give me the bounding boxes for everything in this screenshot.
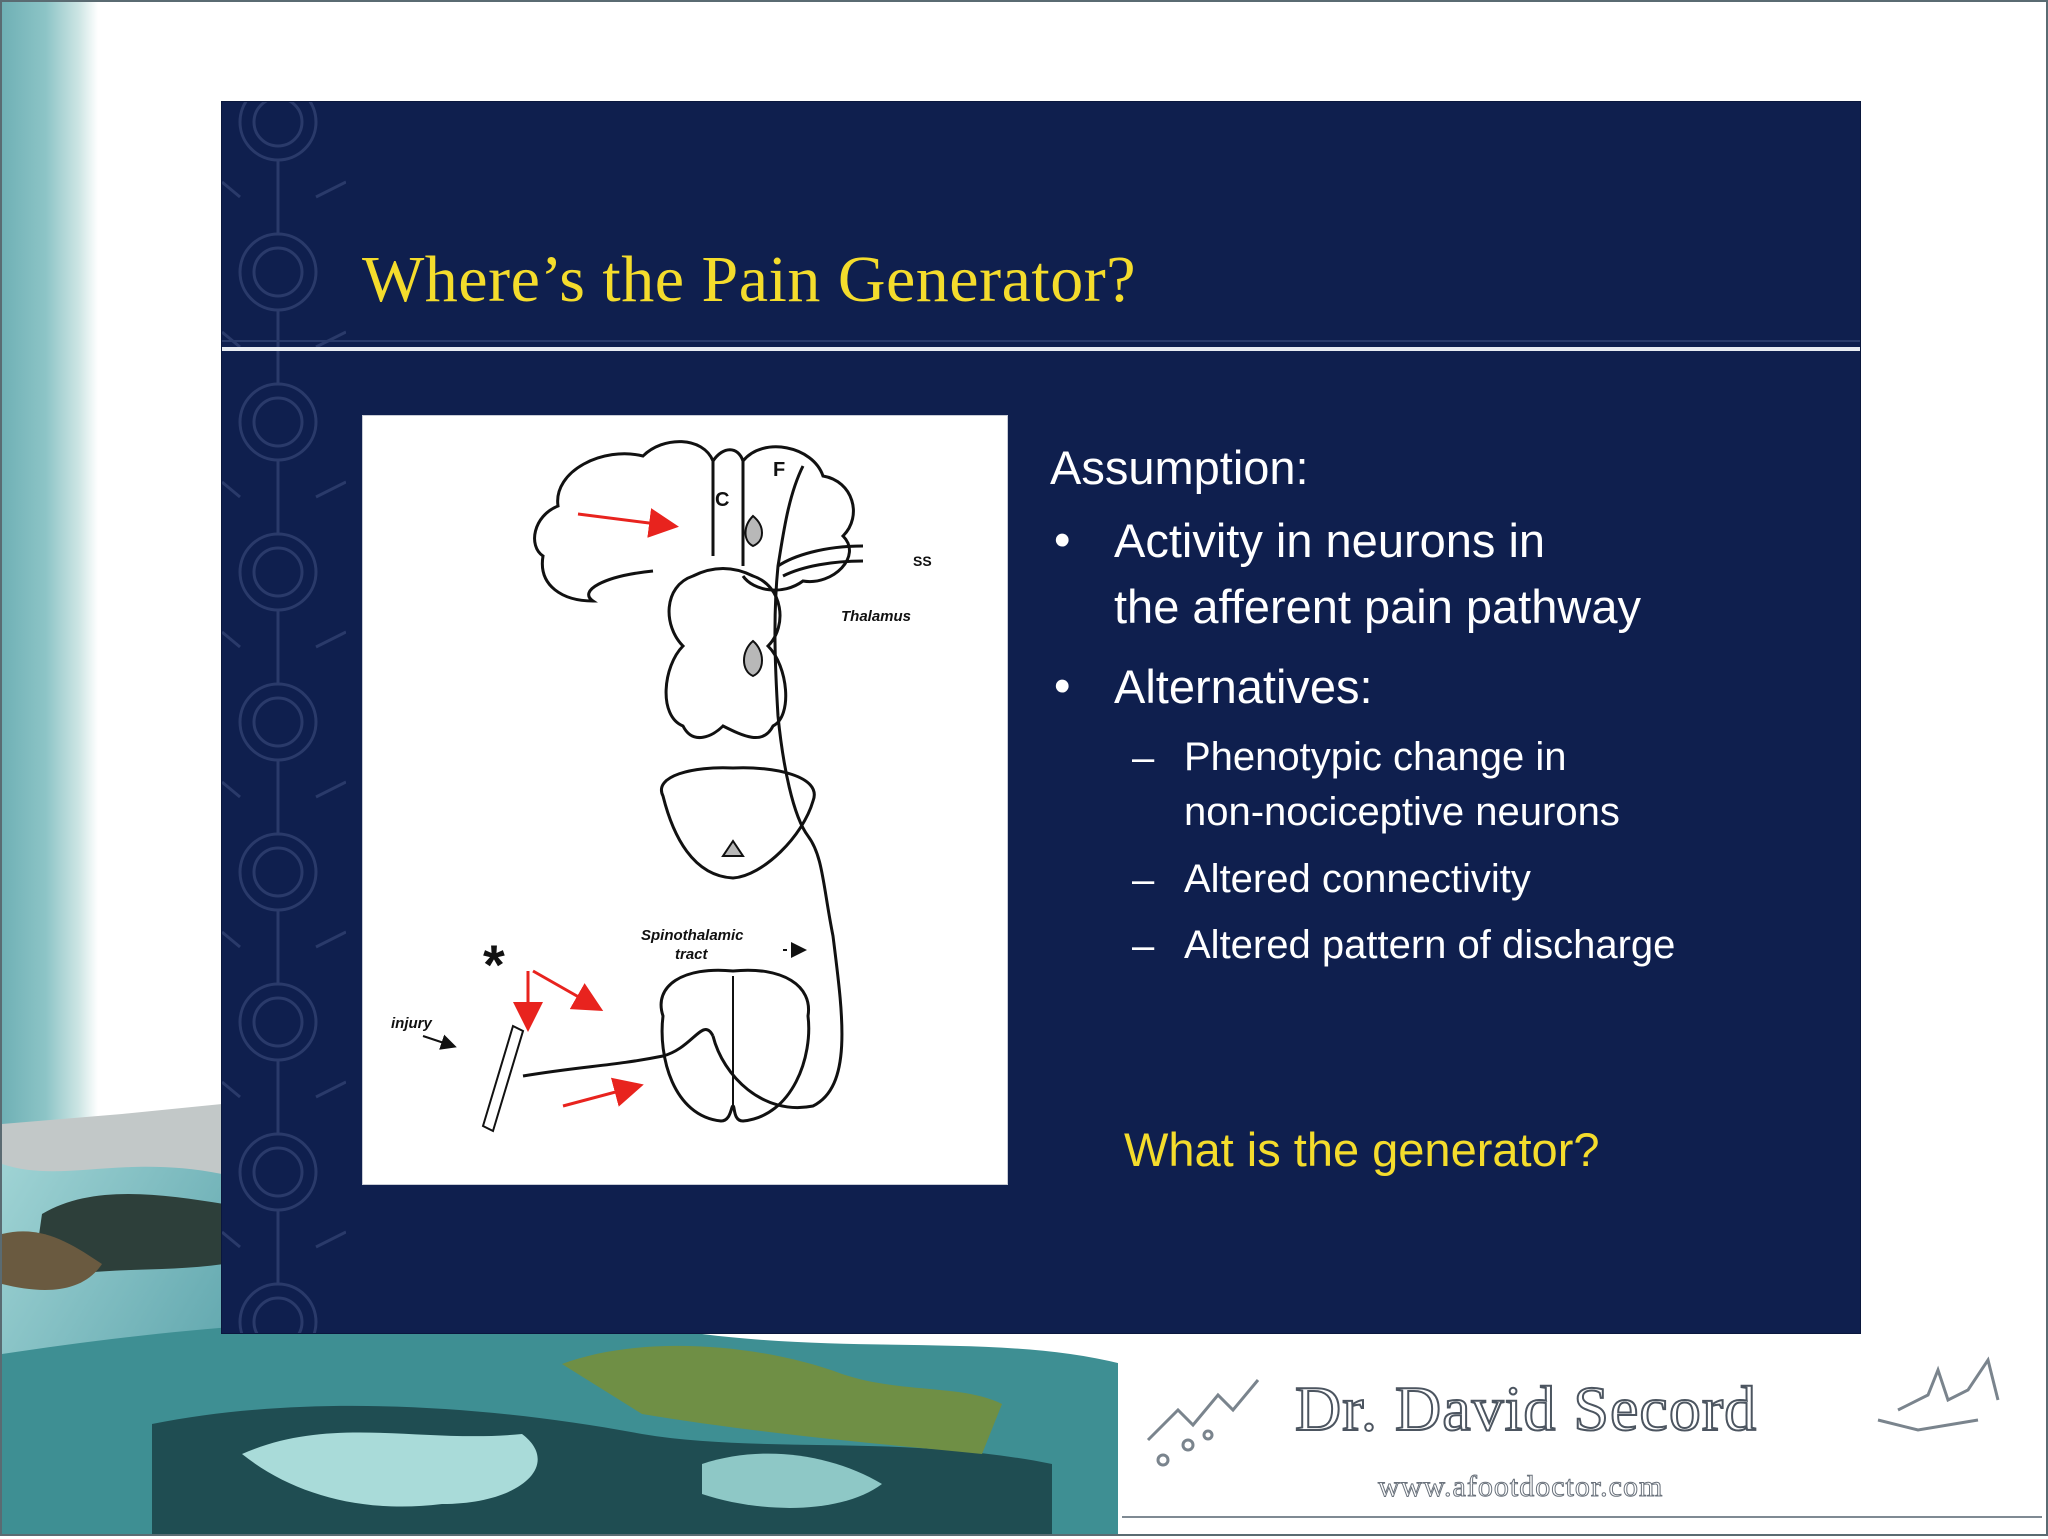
diagram-label-spinothalamic: Spinothalamic: [641, 927, 744, 944]
ascending-pathway: [711, 465, 844, 1109]
diagram-label-c: C: [715, 489, 729, 511]
logo-footprints-icon: [1146, 1356, 2000, 1467]
presentation-slide: Where’s the Pain Generator?: [222, 102, 1860, 1333]
sub-bullet-phenotypic-line1: Phenotypic change in: [1184, 735, 1567, 779]
diagram-label-ss: SS: [913, 553, 932, 569]
peripheral-nerve: [522, 1028, 715, 1078]
sub-bullet-phenotypic-line2: non-nociceptive neurons: [1184, 790, 1620, 834]
logo-url: www.afootdoctor.com: [1377, 1470, 1664, 1504]
assumption-heading: Assumption:: [1050, 441, 1309, 494]
sub-bullet-discharge-text: Altered pattern of discharge: [1184, 923, 1676, 967]
sub-bullet-connectivity-text: Altered connectivity: [1184, 857, 1531, 901]
slide-title: Where’s the Pain Generator?: [362, 243, 1136, 316]
red-arrow-brain: [577, 508, 679, 538]
pain-pathway-diagram: C F SS Thalamus Spinothalamic tract inju…: [362, 415, 1008, 1185]
diagram-label-tract: tract: [675, 946, 709, 963]
diagram-label-f: F: [773, 459, 785, 481]
sub-bullet-dash: –: [1132, 858, 1155, 902]
logo-area: [1118, 1340, 2046, 1534]
title-divider-shadow: [222, 340, 1860, 342]
bullet-activity-line2: the afferent pain pathway: [1114, 580, 1641, 633]
sub-bullet-dash: –: [1132, 736, 1155, 780]
red-arrow-fiber: [532, 969, 604, 1011]
pain-pathway-svg: C F SS Thalamus Spinothalamic tract inju…: [391, 440, 932, 1133]
logo-name: Dr. David Secord: [1294, 1372, 1758, 1445]
brain-outline: [533, 440, 855, 603]
logo-divider: [1122, 1516, 2042, 1518]
background-watercolor: [2, 1104, 1122, 1534]
title-divider: [222, 347, 1860, 351]
bullet-dot: •: [1054, 659, 1071, 712]
midbrain-outline: [664, 567, 788, 740]
red-arrow-cord: [562, 1077, 644, 1108]
spinal-cord-outline: [659, 968, 811, 1123]
generator-question: What is the generator?: [1124, 1123, 1600, 1176]
diagram-label-thalamus: Thalamus: [841, 608, 911, 625]
bullet-alternatives-label: Alternatives:: [1114, 660, 1373, 713]
decorative-circle-pattern: [222, 102, 346, 1333]
sub-bullet-dash: –: [1132, 924, 1155, 968]
bullet-dot: •: [1054, 513, 1071, 566]
medulla-outline: [659, 766, 816, 880]
diagram-label-injury: injury: [391, 1015, 432, 1032]
bullet-activity-line1: Activity in neurons in: [1114, 514, 1546, 567]
diagram-asterisk: *: [483, 933, 505, 996]
